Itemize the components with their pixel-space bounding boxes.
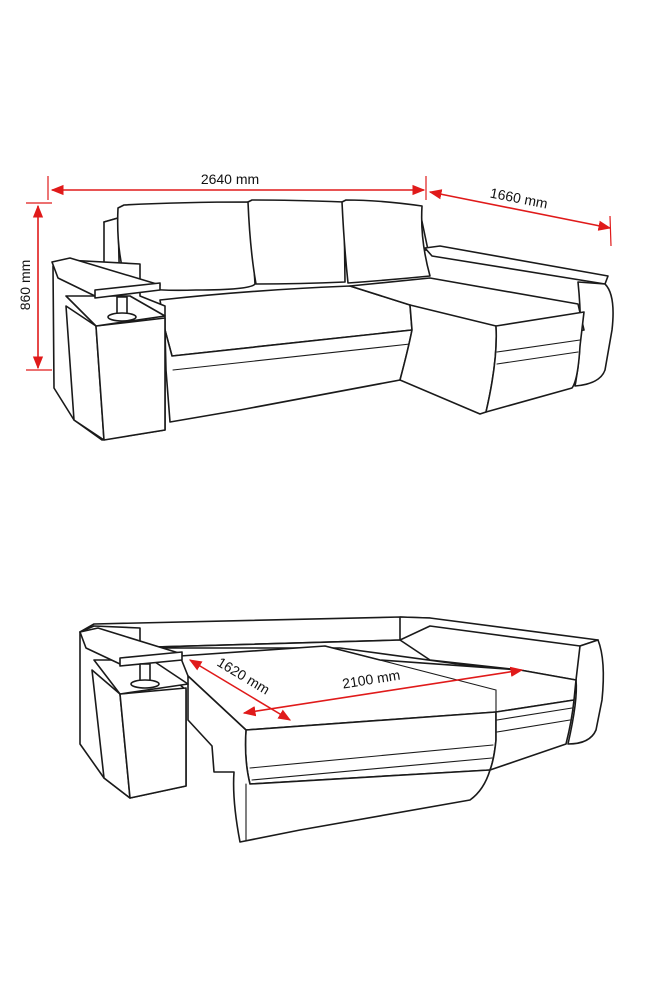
sofa-assembled-view: [51, 199, 614, 441]
bed-side-table-front: [119, 651, 183, 667]
right-arm-rail: [424, 245, 609, 285]
cushion-middle: [247, 199, 346, 285]
chaise-base: [485, 311, 585, 413]
assembled-width-label: 2640 mm: [201, 171, 259, 187]
left-front-panel: [95, 317, 166, 441]
sofa-bed-view: [79, 616, 605, 843]
assembled-height-label: 860 mm: [17, 260, 33, 311]
bed-side-table-base: [130, 679, 160, 689]
cushion-right: [341, 199, 431, 284]
bed-right-arm: [567, 639, 605, 745]
bed-left-front-panel: [119, 687, 187, 799]
bed-pullout-base: [187, 675, 491, 843]
bed-right-arm-rail: [399, 616, 599, 647]
dimension-assembled-height: 860 mm: [17, 202, 52, 371]
dimension-assembled-width: 2640 mm: [47, 171, 427, 200]
assembled-depth-label: 1660 mm: [489, 185, 549, 212]
side-table-base: [107, 312, 137, 322]
dimension-assembled-depth: 1660 mm: [428, 185, 612, 247]
side-table-front: [94, 282, 161, 299]
bed-front-right: [489, 699, 575, 771]
